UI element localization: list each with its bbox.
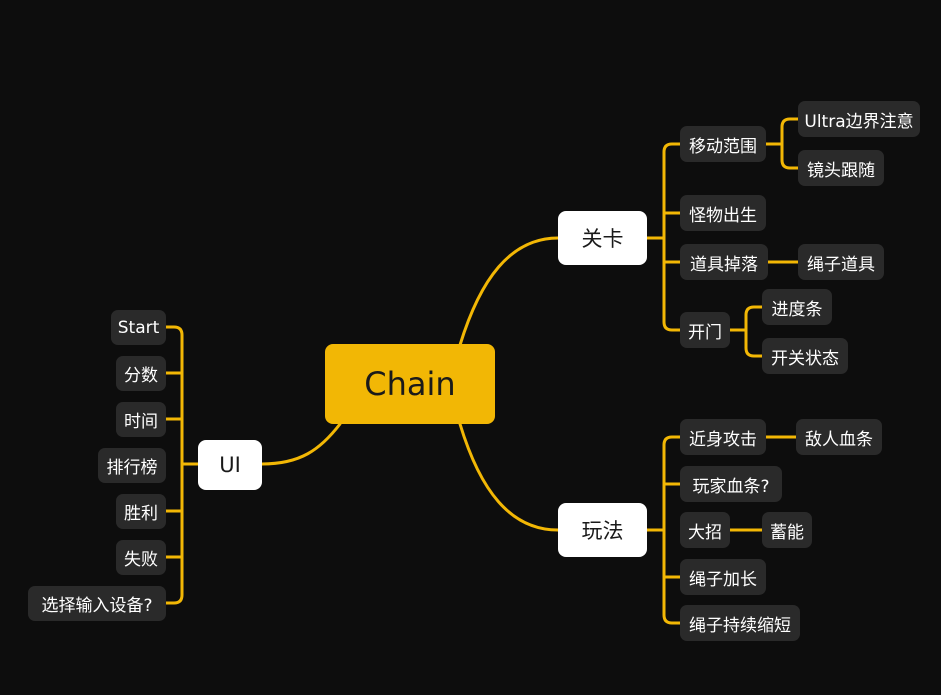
- leaf-item-drop[interactable]: 道具掉落: [680, 244, 768, 280]
- leaf-ultra-border[interactable]: Ultra边界注意: [798, 101, 920, 137]
- branch-guanka[interactable]: 关卡: [558, 211, 647, 265]
- leaf-progress-bar[interactable]: 进度条: [762, 289, 832, 325]
- leaf-player-hp[interactable]: 玩家血条?: [680, 466, 782, 502]
- connector-wanfa-bracket: [662, 435, 682, 625]
- connector-root-ui: [260, 422, 342, 466]
- connector-root-wanfa: [458, 422, 560, 532]
- leaf-charge[interactable]: 蓄能: [762, 512, 812, 548]
- leaf-move-range[interactable]: 移动范围: [680, 126, 766, 162]
- branch-wanfa[interactable]: 玩法: [558, 503, 647, 557]
- leaf-start[interactable]: Start: [111, 310, 166, 345]
- leaf-melee[interactable]: 近身攻击: [680, 419, 766, 455]
- leaf-enemy-hp[interactable]: 敌人血条: [796, 419, 882, 455]
- leaf-defeat[interactable]: 失败: [116, 540, 166, 575]
- leaf-rope-shrink[interactable]: 绳子持续缩短: [680, 605, 800, 641]
- leaf-score[interactable]: 分数: [116, 356, 166, 391]
- leaf-victory[interactable]: 胜利: [116, 494, 166, 529]
- leaf-select-input[interactable]: 选择输入设备?: [28, 586, 166, 621]
- leaf-rope-extend[interactable]: 绳子加长: [680, 559, 766, 595]
- connector-guanka-bracket: [662, 142, 682, 332]
- branch-ui[interactable]: UI: [198, 440, 262, 490]
- leaf-monster-spawn[interactable]: 怪物出生: [680, 195, 766, 231]
- leaf-time[interactable]: 时间: [116, 402, 166, 437]
- connector-move-bracket: [780, 117, 800, 170]
- leaf-camera-follow[interactable]: 镜头跟随: [798, 150, 884, 186]
- leaf-switch-state[interactable]: 开关状态: [762, 338, 848, 374]
- leaf-open-door[interactable]: 开门: [680, 312, 730, 348]
- connector-ui-bracket: [164, 325, 184, 605]
- connector-root-guanka: [458, 236, 560, 347]
- leaf-rope-item[interactable]: 绳子道具: [798, 244, 884, 280]
- leaf-ultimate[interactable]: 大招: [680, 512, 730, 548]
- root-node[interactable]: Chain: [325, 344, 495, 424]
- connector-door-bracket: [744, 305, 764, 358]
- leaf-leaderboard[interactable]: 排行榜: [98, 448, 166, 483]
